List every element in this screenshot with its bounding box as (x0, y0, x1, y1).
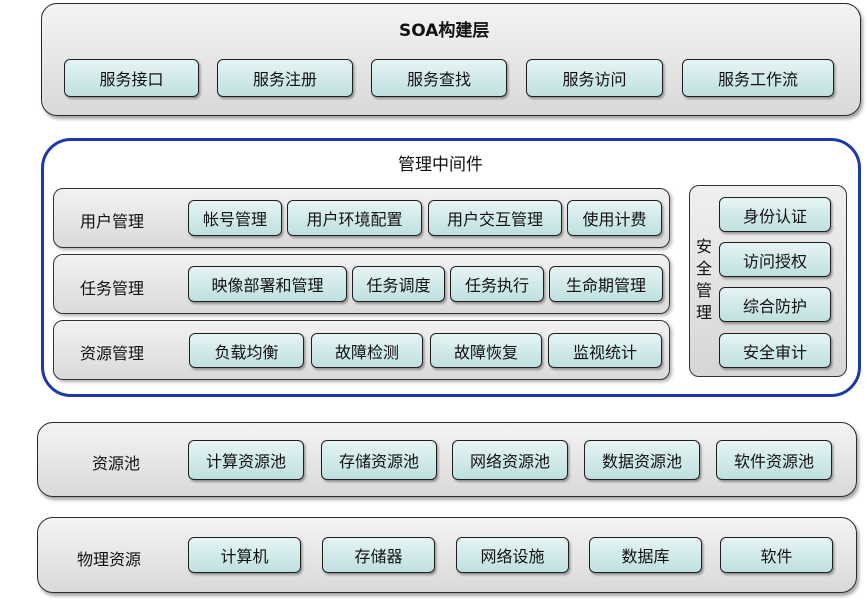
user-interaction-management[interactable]: 用户交互管理 (428, 200, 562, 236)
computer[interactable]: 计算机 (188, 537, 301, 573)
soa-service-access[interactable]: 服务访问 (526, 59, 663, 97)
fault-detection[interactable]: 故障检测 (311, 333, 423, 368)
soa-layer-title: SOA构建层 (399, 21, 490, 41)
task-management-label: 任务管理 (80, 279, 145, 298)
lifecycle-management[interactable]: 生命期管理 (549, 266, 663, 302)
load-balancing[interactable]: 负载均衡 (189, 333, 304, 368)
task-scheduling[interactable]: 任务调度 (352, 266, 445, 302)
monitoring-statistics[interactable]: 监视统计 (548, 333, 662, 368)
database[interactable]: 数据库 (589, 537, 702, 573)
fault-recovery[interactable]: 故障恢复 (430, 333, 542, 368)
physical-resources-label: 物理资源 (77, 550, 142, 569)
compute-resource-pool[interactable]: 计算资源池 (188, 440, 304, 480)
network-resource-pool[interactable]: 网络资源池 (452, 440, 568, 480)
middleware-title: 管理中间件 (398, 155, 483, 175)
comprehensive-protection[interactable]: 综合防护 (719, 287, 831, 322)
soa-service-workflow[interactable]: 服务工作流 (682, 59, 834, 97)
image-deploy-management[interactable]: 映像部署和管理 (188, 266, 347, 302)
resource-pool-label: 资源池 (92, 454, 141, 473)
software[interactable]: 软件 (720, 537, 833, 573)
security-audit[interactable]: 安全审计 (719, 333, 831, 368)
usage-billing[interactable]: 使用计费 (567, 200, 662, 236)
user-environment-config[interactable]: 用户环境配置 (287, 200, 422, 236)
soa-service-lookup[interactable]: 服务查找 (371, 59, 507, 97)
task-execution[interactable]: 任务执行 (450, 266, 544, 302)
software-resource-pool[interactable]: 软件资源池 (716, 440, 832, 480)
soa-service-register[interactable]: 服务注册 (217, 59, 353, 97)
user-management-label: 用户管理 (80, 212, 145, 231)
network-facilities[interactable]: 网络设施 (456, 537, 569, 573)
security-management-label: 安全管理 (695, 237, 712, 322)
storage-device[interactable]: 存储器 (322, 537, 435, 573)
soa-service-interface[interactable]: 服务接口 (64, 59, 199, 97)
resource-management-label: 资源管理 (80, 344, 145, 363)
identity-authentication[interactable]: 身份认证 (719, 197, 831, 232)
account-management[interactable]: 帐号管理 (188, 200, 282, 236)
storage-resource-pool[interactable]: 存储资源池 (321, 440, 437, 480)
access-authorization[interactable]: 访问授权 (719, 242, 831, 277)
data-resource-pool[interactable]: 数据资源池 (584, 440, 700, 480)
